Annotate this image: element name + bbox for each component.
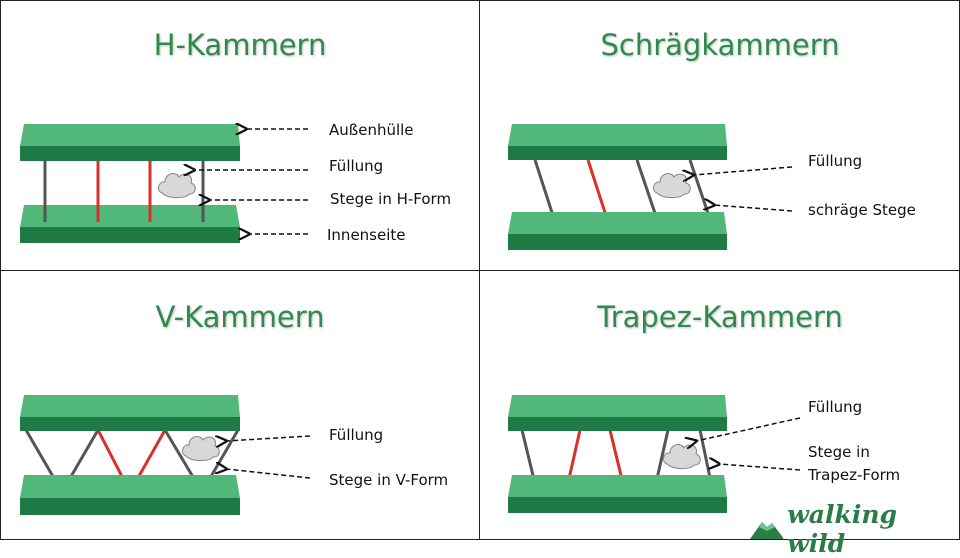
logo-text: walking wild — [787, 500, 897, 558]
walking-wild-logo: walking wild — [750, 500, 960, 558]
label-stege-h-form: Stege in H-Form — [330, 190, 452, 208]
title-h-kammern: H-Kammern — [153, 28, 327, 62]
v-chamber-diagram — [20, 395, 311, 515]
trapezoid-chamber-diagram — [508, 395, 801, 513]
mountain-icon — [750, 522, 784, 539]
label-fuellung: Füllung — [808, 152, 863, 170]
title-v-kammern: V-Kammern — [155, 300, 325, 334]
label-stege-in: Stege in — [808, 443, 870, 461]
label-aussenhuelle: Außenhülle — [329, 121, 414, 139]
label-trapez-form: Trapez-Form — [808, 466, 901, 484]
diagram-drawing — [20, 0, 801, 515]
divider-horizontal — [0, 270, 960, 271]
label-fuellung: Füllung — [329, 426, 384, 444]
oblique-chamber-diagram — [508, 124, 793, 250]
label-stege-v-form: Stege in V-Form — [329, 471, 449, 489]
title-schraegkammern: Schrägkammern — [600, 28, 840, 62]
label-innenseite: Innenseite — [327, 226, 406, 244]
label-schraege-stege: schräge Stege — [808, 201, 916, 219]
label-fuellung: Füllung — [808, 398, 863, 416]
label-fuellung: Füllung — [329, 157, 384, 175]
h-chamber-diagram — [20, 124, 308, 243]
title-trapez-kammern: Trapez-Kammern — [597, 300, 843, 334]
